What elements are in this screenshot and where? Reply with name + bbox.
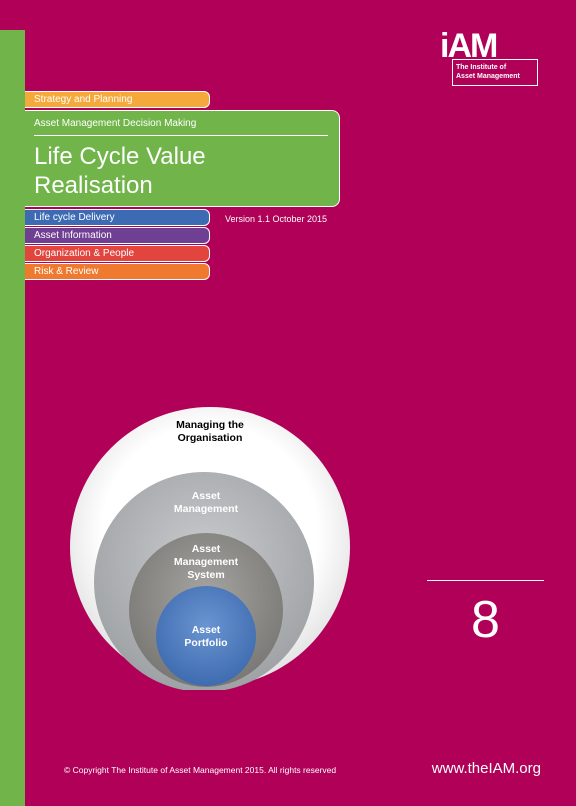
diagram-circles <box>70 407 350 690</box>
iam-logo: iAM The Institute of Asset Management <box>440 29 540 86</box>
tab-strategy-and-planning[interactable]: Strategy and Planning <box>25 91 210 108</box>
tab-risk-review[interactable]: Risk & Review <box>25 263 210 280</box>
page-number-rule <box>427 580 544 581</box>
label-managing-organisation: Managing the Organisation <box>130 419 290 445</box>
card-divider <box>34 135 328 136</box>
page-title: Life Cycle Value Realisation <box>34 143 206 199</box>
label-asset-management-line-2: Management <box>173 503 239 515</box>
iam-logo-mark: iAM <box>440 29 499 59</box>
label-managing-organisation-line-2: Organisation <box>177 432 243 444</box>
label-asset-portfolio: Asset Portfolio <box>126 624 286 650</box>
website-link[interactable]: www.theIAM.org <box>431 760 541 777</box>
logo-caption: The Institute of Asset Management <box>452 59 538 86</box>
label-asset-management-system-line-2: Management <box>173 556 239 568</box>
label-asset-management-system-line-1: Asset <box>191 543 221 555</box>
copyright-notice: © Copyright The Institute of Asset Manag… <box>64 765 337 775</box>
label-asset-portfolio-line-1: Asset <box>191 624 221 636</box>
label-asset-management-line-1: Asset <box>191 490 221 502</box>
page-number: 8 <box>471 591 500 649</box>
label-managing-organisation-line-1: Managing the <box>176 419 244 431</box>
tab-organization-people[interactable]: Organization & People <box>25 245 210 262</box>
tab-life-cycle-delivery[interactable]: Life cycle Delivery <box>25 209 210 226</box>
nested-circles-diagram: Managing the Organisation Asset Manageme… <box>68 405 353 690</box>
circle-asset-portfolio <box>156 586 256 686</box>
label-asset-management-system-line-3: System <box>187 569 225 581</box>
version-label: Version 1.1 October 2015 <box>225 214 328 224</box>
main-title-card: Asset Management Decision Making Life Cy… <box>25 110 340 207</box>
card-subtitle: Asset Management Decision Making <box>34 118 197 129</box>
label-asset-management-system: Asset Management System <box>126 543 286 582</box>
label-asset-management: Asset Management <box>126 490 286 516</box>
label-asset-portfolio-line-2: Portfolio <box>184 637 228 649</box>
left-accent-bar <box>0 30 25 806</box>
logo-line-2: Asset Management <box>456 73 520 80</box>
logo-line-1: The Institute of <box>456 64 507 71</box>
tab-asset-information[interactable]: Asset Information <box>25 227 210 244</box>
svg-text:iAM: iAM <box>440 29 497 59</box>
